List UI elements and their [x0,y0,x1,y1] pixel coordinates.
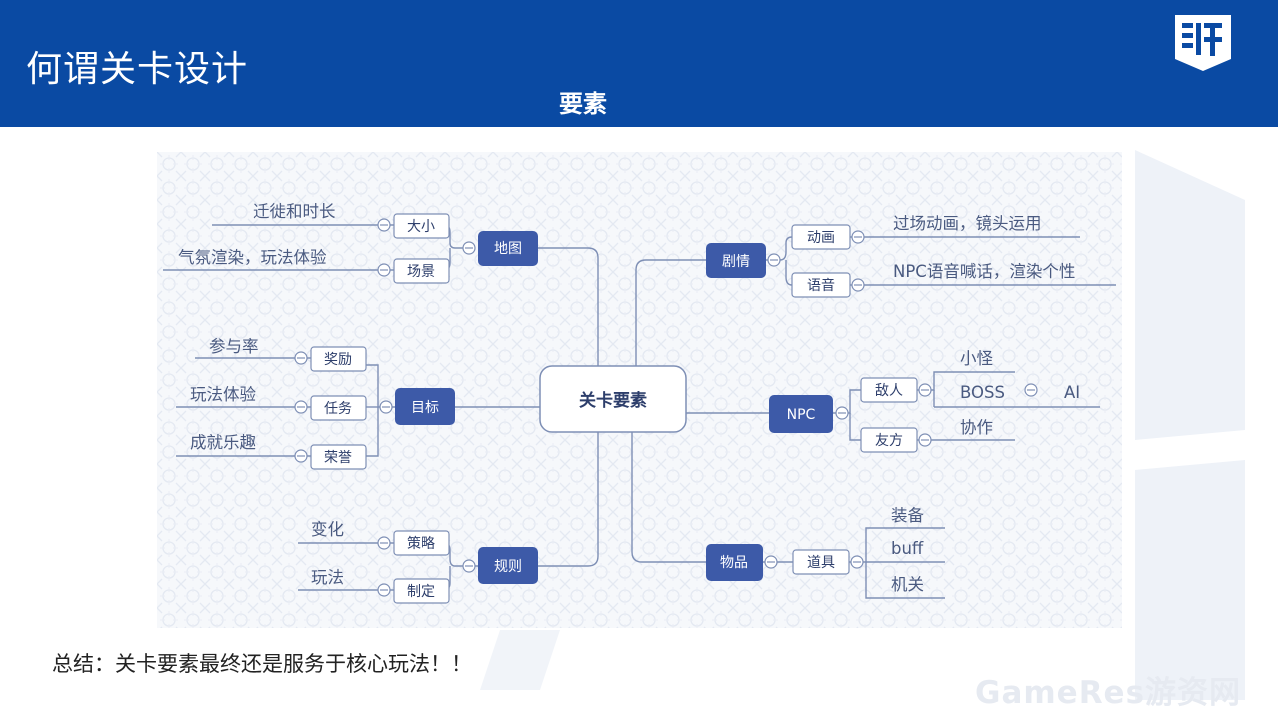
note-map-size: 迁徙和时长 [253,202,336,221]
label-rules-define: 制定 [407,584,435,600]
note-story-voice: NPC语音喊话，渲染个性 [893,262,1075,281]
watermark: GameRes游资网 [975,675,1242,711]
branch-label-story: 剧情 [722,254,750,270]
label-npc-ally: 友方 [875,433,903,449]
node-npc-enemy [860,377,918,403]
branch-label-rules: 规则 [494,559,522,575]
label-goal-honor: 荣誉 [324,450,352,466]
label-rules-strategy: 策略 [407,535,435,552]
summary-text: 总结：关卡要素最终还是服务于核心玩法！！ [52,652,472,676]
label-goal-reward: 奖励 [324,351,352,368]
note-story-animation: 过场动画，镜头运用 [893,214,1042,233]
branch-node-map: 地图 [478,231,538,266]
node-rules-strategy [393,530,450,556]
note-rules-define: 玩法 [311,568,344,587]
note-items-equipment: 装备 [891,506,925,525]
note-npc-enemy-ai: AI [1064,383,1080,402]
section-title: 要素 [559,90,607,118]
branch-node-items: 物品 [706,544,763,581]
branch-label-map: 地图 [494,241,522,257]
branch-label-items: 物品 [720,555,748,571]
label-story-voice: 语音 [807,277,835,294]
logo-icon [1175,15,1231,71]
node-story-animation [791,224,851,250]
header-bar [0,0,1278,127]
node-map-size [393,213,450,239]
note-rules-strategy: 变化 [311,520,344,539]
node-story-voice [791,272,851,298]
node-goal-honor [310,444,367,470]
node-map-scene [393,258,450,284]
node-goal-reward [310,346,367,372]
node-goal-task [310,395,367,421]
node-items-prop [792,549,850,575]
note-goal-task: 玩法体验 [190,385,257,404]
center-node-label: 关卡要素 [579,390,647,411]
node-npc-ally [860,427,918,453]
note-items-trap: 机关 [891,575,924,594]
note-npc-enemy-minion: 小怪 [960,349,994,368]
branch-node-npc: NPC [769,395,833,433]
branch-node-rules: 规则 [478,547,538,584]
branch-label-npc: NPC [787,407,816,423]
note-npc-enemy-boss: BOSS [960,383,1005,402]
node-rules-define [393,578,450,604]
note-goal-honor: 成就乐趣 [190,433,256,452]
page-title: 何谓关卡设计 [26,49,249,90]
label-goal-task: 任务 [324,401,352,417]
label-story-animation: 动画 [807,230,835,246]
branch-node-goal: 目标 [395,388,455,425]
label-npc-enemy: 敌人 [875,383,903,399]
note-goal-reward: 参与率 [209,337,259,356]
note-map-scene: 气氛渲染，玩法体验 [178,248,327,267]
note-items-buff: buff [891,539,924,558]
branch-node-story: 剧情 [706,243,766,278]
mindmap-diagram: 关卡要素 地图 目标 规则 剧情 NPC 物品 [157,152,1122,628]
center-node: 关卡要素 [539,365,687,433]
label-items-prop: 道具 [807,555,835,571]
label-map-size: 大小 [407,219,435,235]
label-map-scene: 场景 [407,264,435,280]
note-npc-ally: 协作 [960,418,993,437]
branch-label-goal: 目标 [411,400,439,416]
